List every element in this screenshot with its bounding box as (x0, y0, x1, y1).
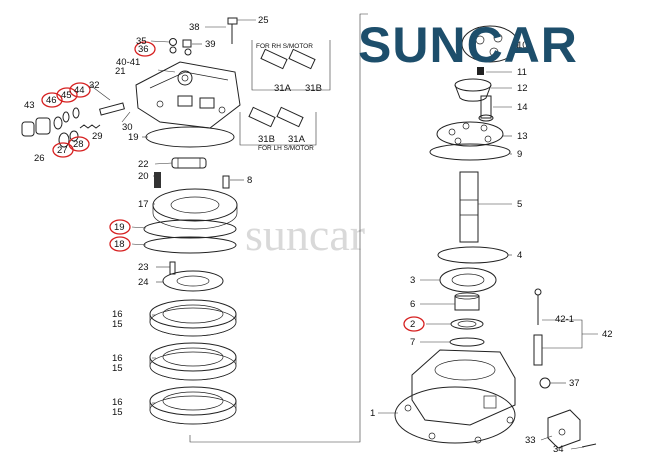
o-ring-19-lower (143, 219, 237, 239)
callout-24: 24 (138, 277, 149, 288)
callout-12: 12 (517, 83, 528, 94)
bearing-3 (439, 267, 497, 293)
callout-31a-rh: 31A (274, 83, 292, 94)
callout-15-c: 15 (112, 407, 123, 418)
callout-26: 26 (34, 153, 45, 164)
bolt-34 (581, 443, 597, 448)
bearing-22 (171, 157, 207, 169)
callout-15-b: 15 (112, 363, 123, 374)
callout-39: 39 (205, 39, 216, 50)
bushing-6 (454, 292, 480, 311)
callout-5: 5 (517, 199, 522, 210)
callout-27: 27 (57, 145, 68, 156)
callout-16-b: 16 (112, 353, 123, 364)
pin-8 (222, 175, 230, 189)
column-link-line (189, 13, 368, 443)
drive-shaft-5 (459, 171, 479, 243)
callout-32: 32 (89, 80, 100, 91)
oil-seal-2 (450, 318, 484, 330)
shoe-plate-13 (436, 121, 504, 147)
callout-31b-rh: 31B (305, 83, 322, 94)
highlight-rings (41, 41, 425, 332)
brand-logo: SUNCAR (358, 17, 578, 73)
pin-23 (169, 261, 176, 275)
watermark-text: suncar (245, 209, 365, 260)
callout-19-lower: 19 (114, 222, 125, 233)
plate-24 (162, 270, 224, 292)
note-rh-motor: FOR RH S/MOTOR (256, 43, 313, 50)
brake-piston-17 (152, 188, 238, 230)
callout-30: 30 (122, 122, 133, 133)
callout-36: 36 (138, 44, 149, 55)
callout-13: 13 (517, 131, 528, 142)
callout-10: 10 (517, 40, 528, 51)
callout-46: 46 (46, 95, 57, 106)
callout-2: 2 (410, 319, 415, 330)
snap-ring-7 (449, 337, 485, 347)
disc-stack-1 (149, 299, 237, 337)
callout-42: 42 (602, 329, 613, 340)
callout-21: 21 (115, 66, 126, 77)
spring-20 (154, 172, 161, 188)
retainer-12 (454, 78, 492, 102)
snap-ring-4 (437, 246, 509, 264)
callout-42-1: 42-1 (555, 314, 574, 325)
plug-parts-35-36-39 (169, 38, 192, 56)
callout-38: 38 (189, 22, 200, 33)
callout-40-41: 40-41 (116, 57, 140, 68)
callout-11: 11 (517, 67, 527, 78)
callout-29: 29 (92, 131, 103, 142)
note-lh-motor: FOR LH S/MOTOR (258, 145, 314, 152)
o-ring-18 (143, 236, 237, 254)
disc-stack-3 (149, 386, 237, 425)
rh-motor-inset (251, 40, 331, 91)
callout-6: 6 (410, 299, 415, 310)
callout-19-upper: 19 (128, 132, 139, 143)
level-gauge-42 (533, 288, 543, 366)
callout-44: 44 (74, 85, 85, 96)
callout-43: 43 (24, 100, 35, 111)
lh-motor-inset (239, 106, 317, 146)
callout-1: 1 (370, 408, 375, 419)
callout-31a-lh: 31A (288, 134, 306, 145)
callout-20: 20 (138, 171, 149, 182)
callout-18: 18 (114, 239, 125, 250)
bolt-part-38 (227, 17, 238, 44)
leader-lines (89, 19, 598, 450)
callout-35: 35 (136, 36, 147, 47)
callout-34: 34 (553, 444, 564, 455)
housing-1 (394, 349, 516, 444)
o-ring-19-upper (145, 126, 235, 148)
relief-cartridge-parts (21, 102, 125, 148)
callout-37: 37 (569, 378, 580, 389)
plug-37 (539, 377, 551, 389)
callout-33: 33 (525, 435, 536, 446)
callout-9: 9 (517, 149, 522, 160)
callout-3: 3 (410, 275, 415, 286)
valve-block-33 (547, 409, 581, 449)
callout-16-a: 16 (112, 309, 123, 320)
callout-17: 17 (138, 199, 149, 210)
callout-25: 25 (258, 15, 269, 26)
callout-8: 8 (247, 175, 252, 186)
callout-45: 45 (61, 90, 72, 101)
callout-22: 22 (138, 159, 149, 170)
disc-stack-2 (149, 342, 237, 381)
callout-labels: 25 38 35 36 39 40-41 21 31A 31B 31B 31A … (24, 15, 613, 455)
callout-14: 14 (517, 102, 528, 113)
cylinder-block-10 (461, 25, 519, 63)
piston-14 (478, 95, 494, 122)
relief-valve-block (135, 61, 241, 129)
callout-16-c: 16 (112, 397, 123, 408)
callout-31b-lh: 31B (258, 134, 275, 145)
callout-4: 4 (517, 250, 522, 261)
callout-23: 23 (138, 262, 149, 273)
swash-plate-9 (429, 143, 511, 161)
pin-11 (477, 67, 484, 75)
callout-15-a: 15 (112, 319, 123, 330)
callout-28: 28 (73, 139, 84, 150)
callout-7: 7 (410, 337, 415, 348)
